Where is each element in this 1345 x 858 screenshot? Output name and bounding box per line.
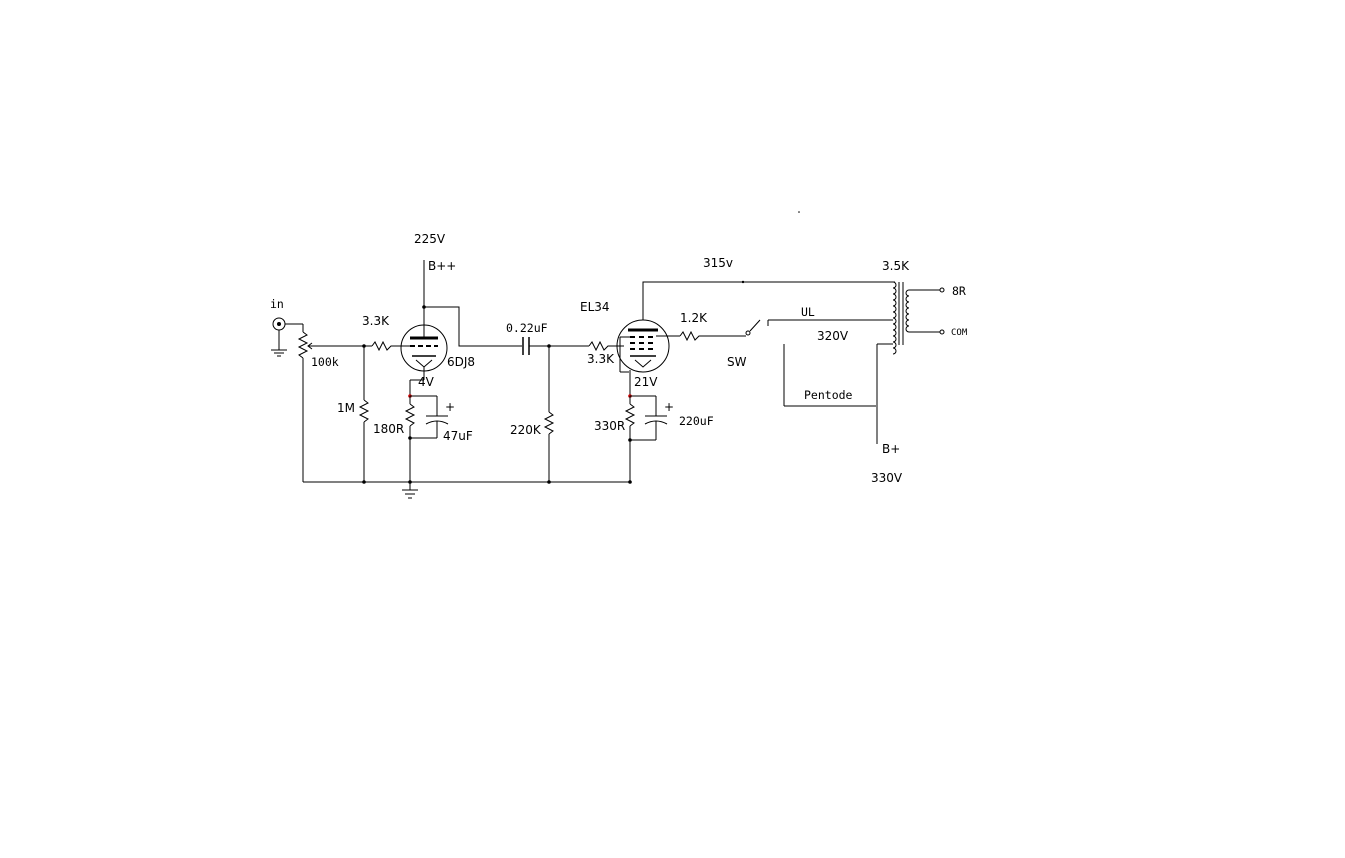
cathode-resistor-1 xyxy=(404,403,416,427)
label-grid-stopper-2: 3.3K xyxy=(587,352,615,366)
label-transformer-impedance: 3.5K xyxy=(882,259,910,273)
label-ultralinear: UL xyxy=(801,305,815,319)
terminal-8r xyxy=(939,287,945,293)
label-switch: SW xyxy=(727,355,747,369)
label-screen-voltage: 320V xyxy=(817,329,849,343)
label-coupling-cap: 0.22uF xyxy=(506,321,548,335)
label-volume-pot: 100k xyxy=(311,355,339,369)
label-grid-resistor-1: 3.3K xyxy=(362,314,390,328)
label-tube-2: EL34 xyxy=(580,300,610,314)
label-pentode: Pentode xyxy=(804,388,853,402)
label-output-8r: 8R xyxy=(952,284,966,298)
label-screen-resistor: 1.2K xyxy=(680,311,708,325)
label-cathode-resistor-2: 330R xyxy=(594,419,625,433)
label-supply-rail-2: B+ xyxy=(882,442,900,456)
input-jack xyxy=(271,317,303,357)
label-cathode-voltage-2: 21V xyxy=(634,375,658,389)
grid-resistor-1 xyxy=(371,340,400,352)
screen-resistor xyxy=(679,330,746,342)
volume-potentiometer xyxy=(297,324,318,482)
wire-plate-to-transformer xyxy=(642,281,895,320)
output-transformer xyxy=(892,281,945,355)
label-supply-voltage-2: 330V xyxy=(871,471,903,485)
label-cathode-resistor-1: 180R xyxy=(373,422,404,436)
svg-text:+: + xyxy=(664,400,674,414)
label-grid-leak-2: 220K xyxy=(510,423,542,437)
wire-plate-to-coupling xyxy=(424,306,522,347)
label-bypass-cap-2: 220uF xyxy=(679,414,714,428)
grid-resistor-2 xyxy=(588,340,624,352)
coupling-capacitor xyxy=(522,337,589,355)
ul-pentode-switch xyxy=(745,319,893,407)
cathode-resistor-2 xyxy=(624,403,636,427)
ground-bus xyxy=(303,480,632,499)
cathode-network-2: + xyxy=(624,370,674,482)
grid-leak-resistor-1 xyxy=(358,346,370,482)
junction-dot xyxy=(741,280,745,284)
label-input: in xyxy=(270,297,284,311)
grid-leak-resistor-2 xyxy=(543,346,555,482)
label-plate-voltage: 315v xyxy=(703,256,733,270)
label-tube-1: 6DJ8 xyxy=(447,355,475,369)
label-output-com: COM xyxy=(951,328,968,338)
cathode-network-1: + xyxy=(404,367,455,482)
terminal-com xyxy=(939,329,945,335)
label-grid-leak-1: 1M xyxy=(337,401,355,415)
label-bypass-cap-1: 47uF xyxy=(443,429,473,443)
tube-el34 xyxy=(616,319,670,373)
label-supply-voltage-1: 225V xyxy=(414,232,446,246)
label-supply-rail-1: B++ xyxy=(428,259,456,273)
label-cathode-voltage-1: 4V xyxy=(418,375,435,389)
stray-dot xyxy=(798,211,800,213)
svg-text:+: + xyxy=(445,400,455,414)
